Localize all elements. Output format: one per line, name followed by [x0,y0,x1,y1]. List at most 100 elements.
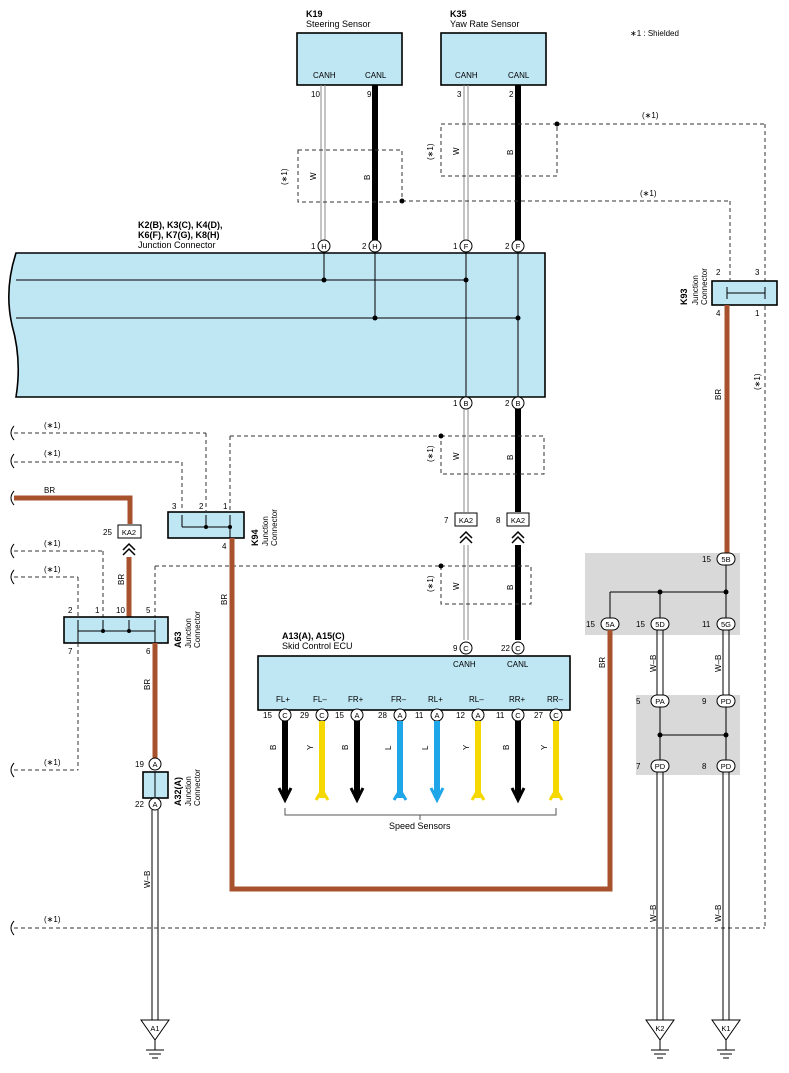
k19-pin-h: 10 [311,90,320,99]
svg-text:W–B: W–B [714,655,723,672]
k35-canh: CANH [455,71,478,80]
svg-text:6: 6 [146,647,151,656]
svg-text:9: 9 [702,697,707,706]
svg-text:W: W [452,452,461,460]
svg-text:22: 22 [135,800,144,809]
shield-box-k19 [297,149,403,203]
svg-text:29: 29 [300,711,309,720]
svg-text:B: B [363,175,372,180]
k35-code: K35 [450,9,467,19]
svg-text:C: C [515,711,521,720]
svg-text:(∗1): (∗1) [426,575,435,592]
svg-text:1: 1 [755,309,760,318]
svg-text:A: A [475,711,480,720]
skid-control-ecu: A13(A), A15(C) Skid Control ECU C 9 C 22… [257,631,571,804]
ka2-left: KA2 [122,528,136,537]
svg-text:(∗1): (∗1) [426,143,435,160]
k35-yaw-rate-sensor: K35 Yaw Rate Sensor CANH CANL 3 2 [440,9,547,99]
svg-text:5D: 5D [655,620,665,629]
ground-icon [146,1040,164,1059]
svg-text:1: 1 [311,242,316,251]
svg-text:19: 19 [135,760,144,769]
svg-text:22: 22 [501,644,510,653]
svg-text:Junction: Junction [691,275,700,305]
a32-junction-connector: A 19 A 22 A32(A) Junction Connector [135,757,202,811]
svg-text:A: A [152,760,157,769]
svg-text:A32(A): A32(A) [173,777,183,806]
svg-text:H: H [372,242,377,251]
svg-text:2: 2 [505,242,510,251]
svg-text:28: 28 [378,711,387,720]
svg-text:W–B: W–B [714,905,723,922]
k19-canh: CANH [313,71,336,80]
svg-text:2: 2 [362,242,367,251]
svg-text:7: 7 [444,516,449,525]
svg-text:A63: A63 [173,631,183,648]
svg-text:BR: BR [44,486,55,495]
svg-text:B: B [463,399,468,408]
k19-pin-l: 9 [367,90,372,99]
arrow-up-icon [392,787,408,801]
svg-text:(∗1): (∗1) [44,539,61,548]
svg-text:2: 2 [716,268,721,277]
ground-icon [651,1040,669,1059]
ground-k1: K1 [711,1019,741,1059]
ground-a1: A1 [140,1019,170,1059]
svg-text:(∗1): (∗1) [642,111,659,120]
svg-text:B: B [515,399,520,408]
svg-text:FR–: FR– [391,695,407,704]
svg-text:15: 15 [702,555,711,564]
svg-text:BR: BR [117,574,126,585]
svg-text:K93: K93 [679,288,689,305]
svg-text:C: C [282,711,288,720]
svg-text:1: 1 [223,502,228,511]
svg-text:Y: Y [462,744,471,750]
svg-text:(∗1): (∗1) [44,565,61,574]
svg-text:27: 27 [534,711,543,720]
svg-text:L: L [384,745,393,750]
k35-pin-h: 3 [457,90,462,99]
svg-text:C: C [553,711,559,720]
svg-text:8: 8 [496,516,501,525]
svg-text:K1: K1 [721,1024,730,1033]
svg-text:A: A [354,711,359,720]
svg-text:(∗1): (∗1) [44,449,61,458]
svg-text:C: C [463,644,469,653]
ka2-right: KA2 [511,516,525,525]
svg-text:(∗1): (∗1) [640,189,657,198]
k19-steering-sensor: K19 Steering Sensor CANH CANL 10 9 [296,9,403,99]
svg-text:BR: BR [598,657,607,668]
ecu-name: Skid Control ECU [282,641,353,651]
k35-pin-l: 2 [509,90,514,99]
svg-text:Connector: Connector [193,769,202,806]
svg-text:11: 11 [702,620,711,629]
svg-text:BR: BR [143,679,152,690]
k19-code: K19 [306,9,323,19]
shielded-legend: ∗1 : Shielded [630,29,679,38]
svg-text:W: W [309,172,318,180]
svg-text:(∗1): (∗1) [753,373,762,390]
svg-text:A: A [397,711,402,720]
ecu-codes: A13(A), A15(C) [282,631,345,641]
svg-text:Connector: Connector [270,509,279,546]
svg-text:Y: Y [306,744,315,750]
arrow-down-icon [349,787,365,804]
svg-text:11: 11 [415,711,424,720]
svg-text:PD: PD [721,697,732,706]
svg-text:(∗1): (∗1) [44,421,61,430]
svg-text:W: W [452,147,461,155]
svg-text:A: A [434,711,439,720]
svg-text:11: 11 [496,711,505,720]
svg-text:(∗1): (∗1) [426,445,435,462]
svg-text:CANL: CANL [507,660,529,669]
k19-name: Steering Sensor [306,19,371,29]
svg-text:W–B: W–B [649,655,658,672]
